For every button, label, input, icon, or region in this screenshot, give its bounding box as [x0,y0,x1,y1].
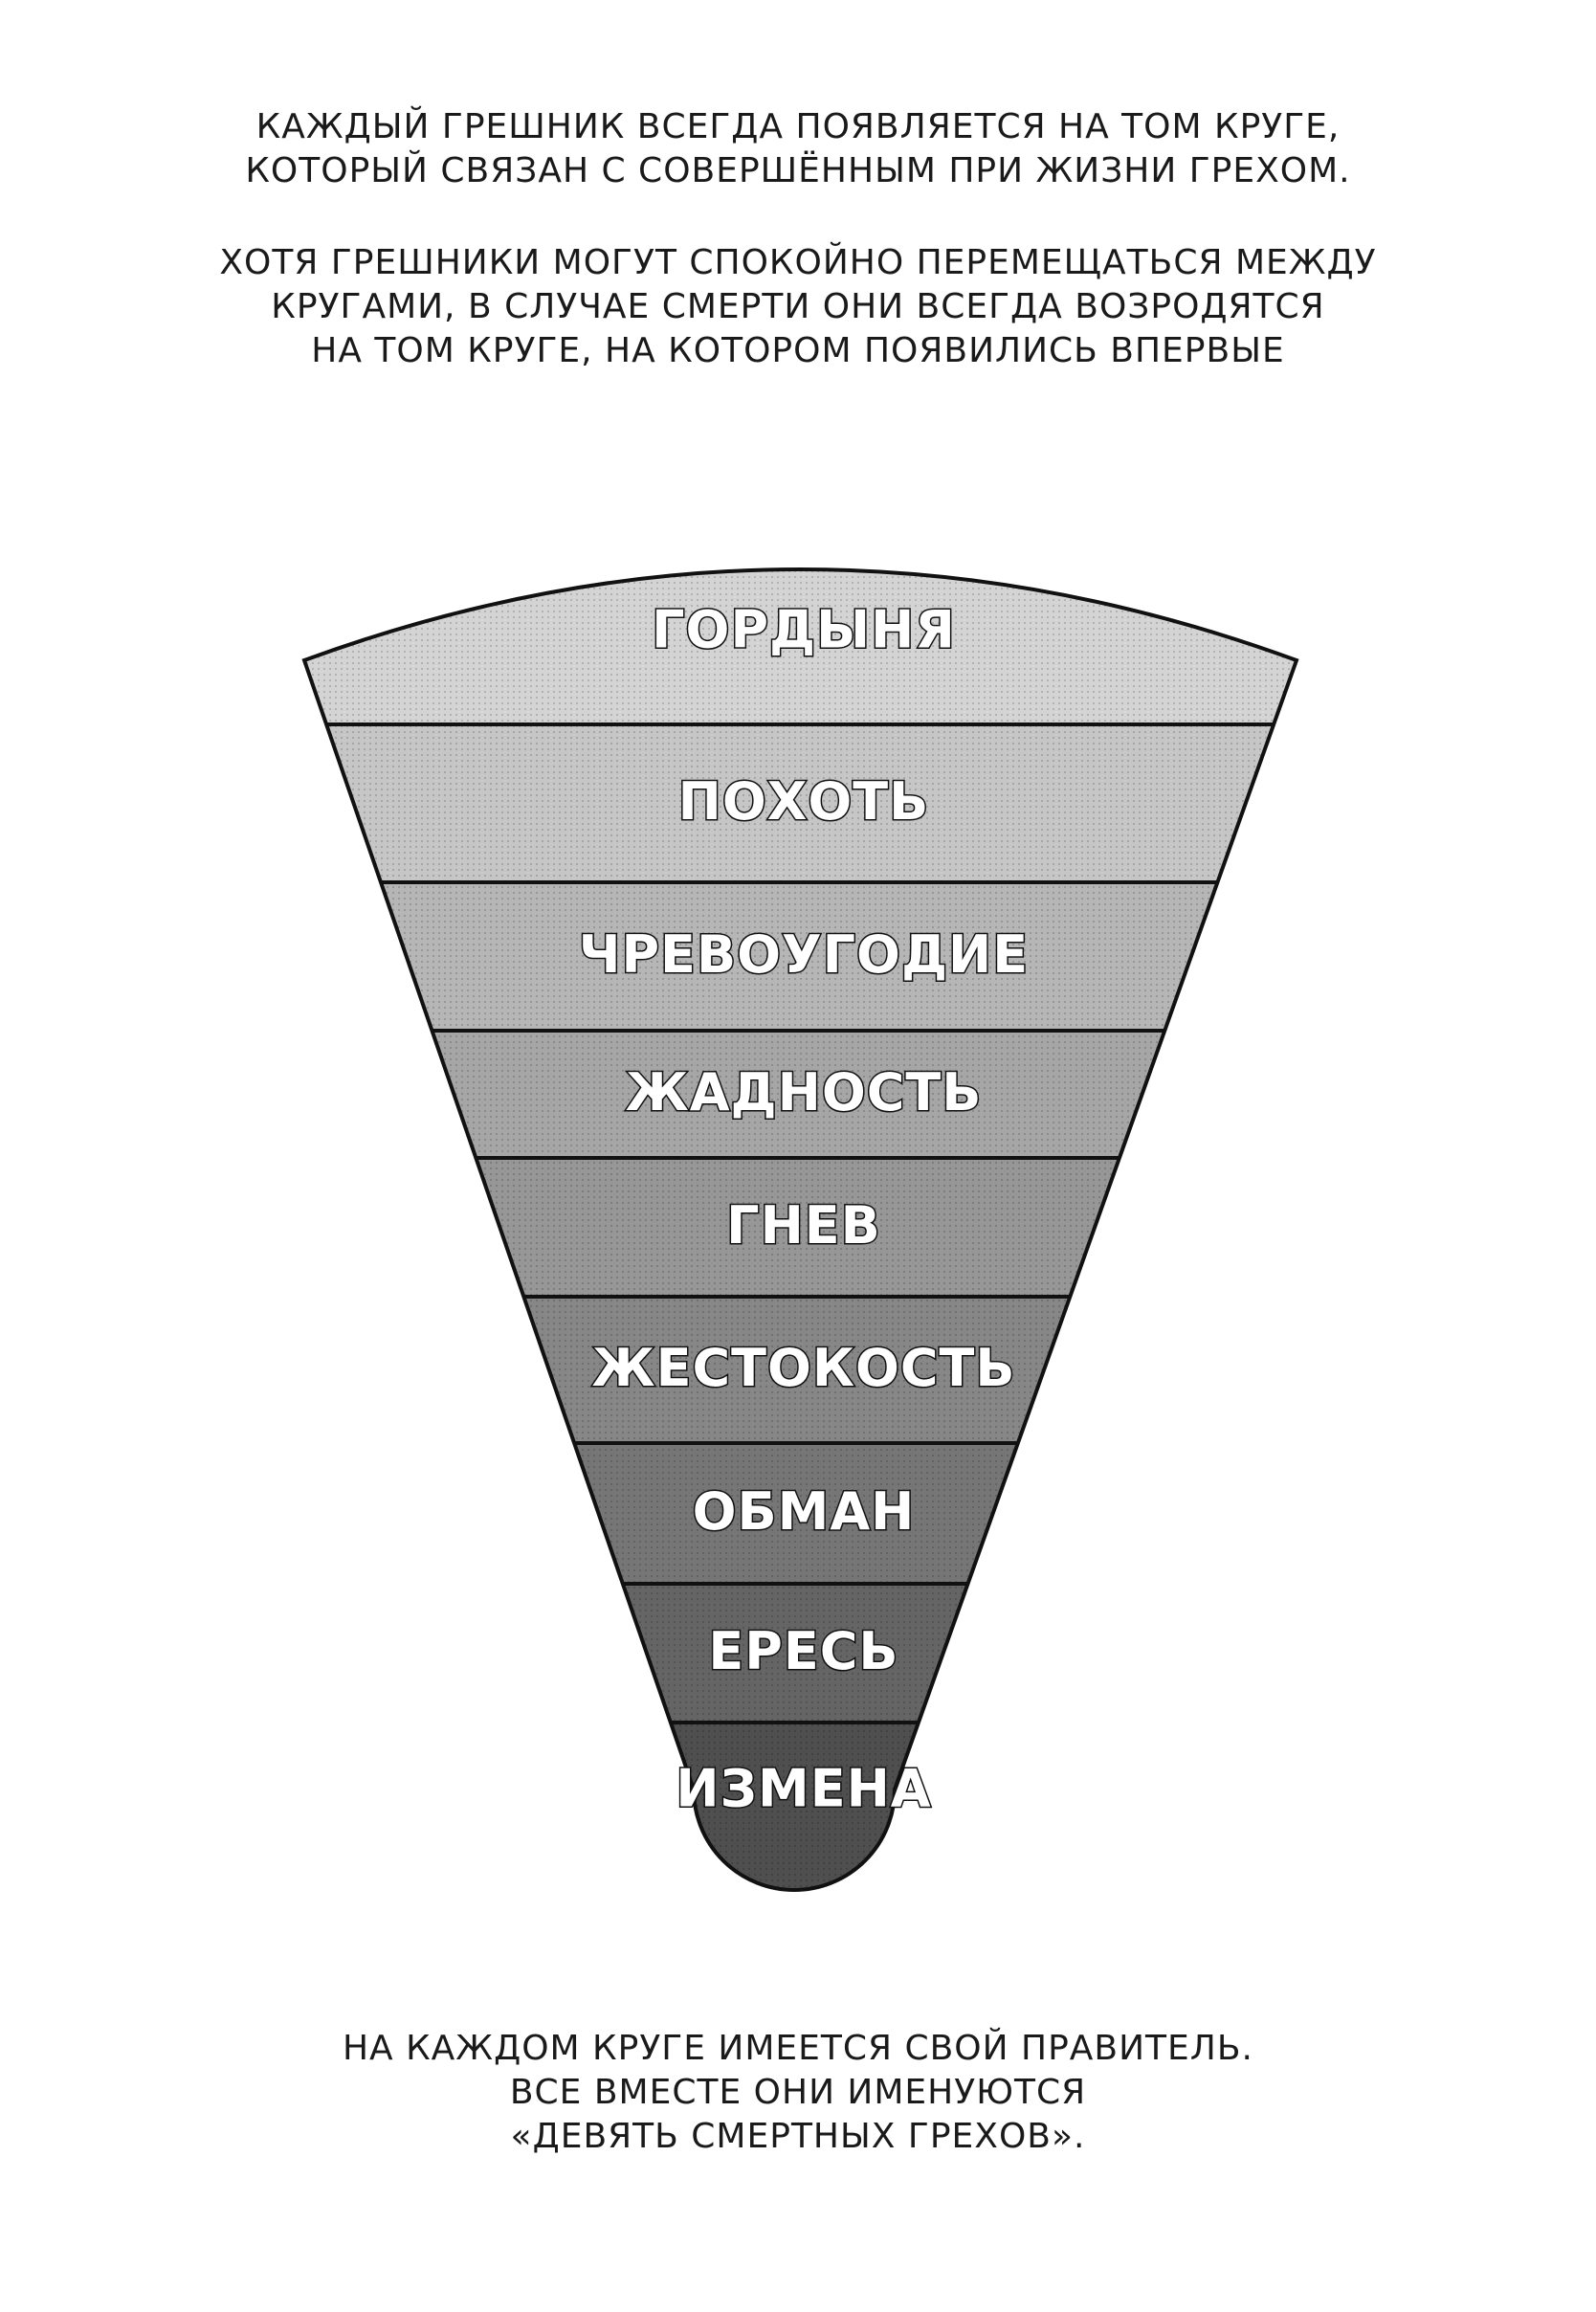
circle-dividers [326,722,1275,1724]
footer-line: НА КАЖДОМ КРУГЕ ИМЕЕТСЯ СВОЙ ПРАВИТЕЛЬ. [342,2029,1253,2068]
footer-text: НА КАЖДОМ КРУГЕ ИМЕЕТСЯ СВОЙ ПРАВИТЕЛЬ. … [0,2027,1596,2159]
circle-band-halftone [523,1297,1071,1443]
circle-label: ЖАДНОСТЬ [626,1062,983,1123]
circle-band-halftone [326,724,1275,882]
circle-labels: ГОРДЫНЯ ПОХОТЬ ЧРЕВОУГОДИЕ ЖАДНОСТЬ ГНЕВ ЖЕСТ… [577,598,1029,1820]
footer-line: ВСЕ ВМЕСТЕ ОНИ ИМЕНУЮТСЯ [509,2073,1087,2112]
circle-band-halftone [670,1723,919,1890]
intro-line: НА ТОМ КРУГЕ, НА КОТОРОМ ПОЯВИЛИСЬ ВПЕРВ… [311,331,1285,370]
circle-label: ЖЕСТОКОСТЬ [591,1338,1015,1398]
circle-band-halftone [381,882,1218,1031]
circle-band-halftone [574,1443,1018,1584]
circle-label: ГНЕВ [726,1195,881,1256]
intro-paragraph-2: ХОТЯ ГРЕШНИКИ МОГУТ СПОКОЙНО ПЕРЕМЕЩАТЬС… [0,241,1596,373]
circle-label: ИЗМЕНА [676,1759,931,1819]
intro-line: КАЖДЫЙ ГРЕШНИК ВСЕГДА ПОЯВЛЯЕТСЯ НА ТОМ … [255,107,1341,146]
intro-paragraph-1: КАЖДЫЙ ГРЕШНИК ВСЕГДА ПОЯВЛЯЕТСЯ НА ТОМ … [0,105,1596,193]
circle-band-halftone [304,569,1297,724]
funnel-outline [301,567,1299,1892]
circle-label: ЧРЕВОУГОДИЕ [579,924,1029,985]
circle-label: ГОРДЫНЯ [652,600,956,660]
circle-band-halftone [476,1158,1119,1297]
circle-label: ПОХОТЬ [678,771,930,832]
circle-band-halftone [432,1031,1165,1158]
intro-line: КОТОРЫЙ СВЯЗАН С СОВЕРШЁННЫМ ПРИ ЖИЗНИ Г… [245,151,1351,190]
circle-label: ОБМАН [693,1481,916,1542]
circle-label: ЕРЕСЬ [708,1621,898,1681]
circle-bands [304,569,1297,1890]
circle-band-halftone [622,1584,968,1723]
intro-line: ХОТЯ ГРЕШНИКИ МОГУТ СПОКОЙНО ПЕРЕМЕЩАТЬС… [219,243,1377,282]
footer-line: «ДЕВЯТЬ СМЕРТНЫХ ГРЕХОВ». [510,2117,1086,2156]
intro-line: КРУГАМИ, В СЛУЧАЕ СМЕРТИ ОНИ ВСЕГДА ВОЗР… [271,287,1325,326]
